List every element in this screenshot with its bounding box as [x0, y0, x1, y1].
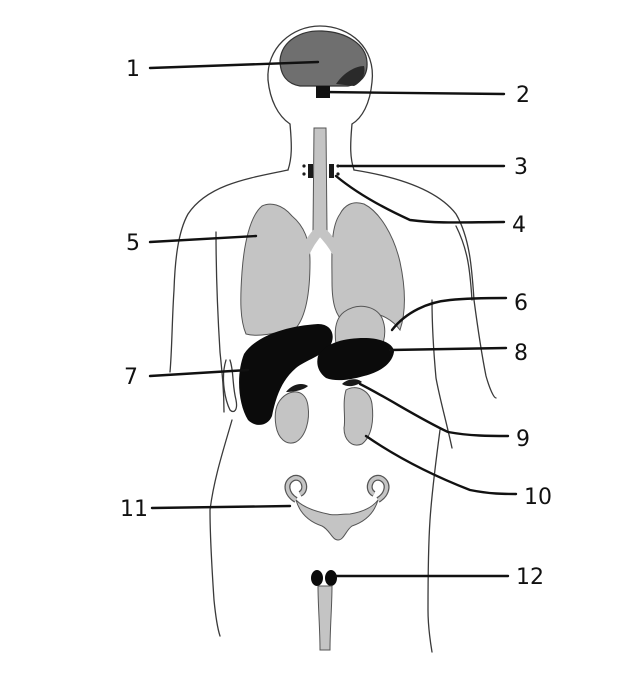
thyroid-right-shape	[329, 164, 334, 178]
body-outline	[170, 26, 496, 652]
label-6: 6	[514, 291, 528, 316]
label-4: 4	[512, 213, 526, 238]
left-hand-outline	[223, 360, 236, 412]
right-testis-shape	[325, 570, 337, 586]
thyroid-left-shape	[308, 164, 313, 178]
left-testis-shape	[311, 570, 323, 586]
label-11: 11	[120, 497, 148, 522]
parathyroid-dot-4	[336, 172, 339, 175]
label-7: 7	[124, 365, 138, 390]
leader-line-9	[360, 384, 508, 436]
leader-line-11	[152, 506, 290, 508]
label-2: 2	[516, 83, 530, 108]
penis-shape	[318, 586, 332, 650]
label-9: 9	[516, 427, 530, 452]
uterus-shape	[296, 500, 378, 540]
leader-line-5	[150, 236, 256, 242]
face-left-outline	[268, 80, 290, 124]
left-torso-outline	[216, 232, 224, 412]
parathyroid-dot-1	[302, 164, 305, 167]
label-5: 5	[126, 231, 140, 256]
neck-left-outline	[288, 124, 291, 170]
label-1: 1	[126, 57, 140, 82]
label-8: 8	[514, 341, 528, 366]
right-hip-outline	[428, 430, 440, 652]
number-labels: 1 2 3 4 5 6 7 8 9 10 11 12	[120, 57, 552, 590]
neck-right-outline	[351, 124, 354, 170]
label-10: 10	[524, 485, 552, 510]
adrenal-left-shape	[286, 384, 308, 392]
leader-lines	[150, 62, 516, 576]
leader-line-8	[390, 348, 506, 350]
label-12: 12	[516, 565, 544, 590]
leader-line-2	[322, 92, 504, 94]
organs	[239, 31, 404, 650]
label-3: 3	[514, 155, 528, 180]
parathyroid-dot-2	[302, 172, 305, 175]
leader-line-6	[392, 298, 506, 330]
left-lung-shape	[241, 204, 310, 335]
trachea-shape	[313, 128, 327, 232]
kidney-left-shape	[275, 392, 308, 443]
left-hip-outline	[210, 420, 232, 636]
adrenal-right-shape	[342, 379, 362, 386]
right-arm-inner-outline	[456, 226, 472, 300]
